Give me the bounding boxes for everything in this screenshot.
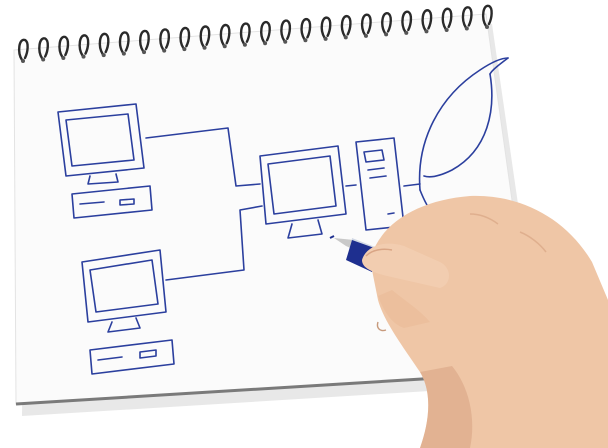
spiral-hole xyxy=(21,59,25,63)
spiral-hole xyxy=(41,58,45,62)
spiral-hole xyxy=(142,50,146,54)
spiral-hole xyxy=(263,41,267,45)
spiral-hole xyxy=(344,35,348,39)
spiral-hole xyxy=(122,52,126,56)
spiral-hole xyxy=(364,34,368,38)
spiral-hole xyxy=(303,38,307,42)
spiral-hole xyxy=(384,32,388,36)
spiral-hole xyxy=(445,28,449,32)
spiral-hole xyxy=(82,55,86,59)
spiral-hole xyxy=(61,56,65,60)
spiral-hole xyxy=(465,26,469,30)
spiral-hole xyxy=(283,40,287,44)
spiral-hole xyxy=(223,44,227,48)
spiral-hole xyxy=(324,37,328,41)
spiral-hole xyxy=(203,46,207,50)
spiral-hole xyxy=(424,29,428,33)
spiral-hole xyxy=(243,43,247,47)
hand-icon xyxy=(362,196,608,448)
spiral-hole xyxy=(485,25,489,29)
spiral-hole xyxy=(102,53,106,57)
spiral-hole xyxy=(404,31,408,35)
spiral-hole xyxy=(182,47,186,51)
spiral-hole xyxy=(162,49,166,53)
